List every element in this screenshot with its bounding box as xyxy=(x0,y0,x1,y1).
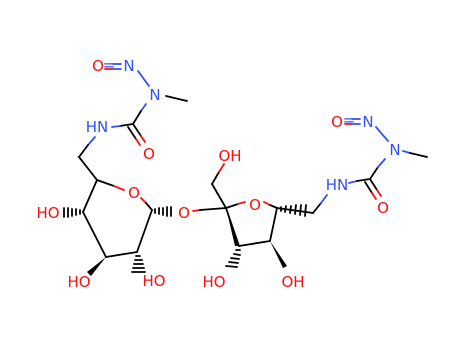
atom-n-methyl-right: N xyxy=(389,141,400,159)
atom-eq-right: = xyxy=(343,111,356,129)
pyranose-ring-bonds xyxy=(79,179,153,258)
atom-oh-c4: HO xyxy=(36,204,59,222)
atom-o-ring-furanose: O xyxy=(249,196,261,214)
atom-n-nitroso-right: N xyxy=(362,113,373,131)
atom-o-carbonyl-left: O xyxy=(143,145,155,163)
hash-c4-oh xyxy=(63,207,81,218)
atom-oh-f3: HO xyxy=(202,273,225,291)
left-nitrosourea-bonds xyxy=(78,63,188,181)
hash-c1-glycosidic xyxy=(154,206,172,217)
atom-o-nitroso-left: O xyxy=(92,57,104,75)
atom-oh-c2: HO xyxy=(142,272,165,290)
wedge-c3 xyxy=(87,257,106,276)
atom-oh-c3: HO xyxy=(67,273,90,291)
atom-o-nitroso-right: O xyxy=(331,113,343,131)
atom-eq-left: = xyxy=(103,56,116,74)
atom-oh-ch2: OH xyxy=(218,147,241,165)
atom-o-glycosidic: O xyxy=(178,204,190,222)
furanose-bonds xyxy=(211,163,328,247)
right-nitrosourea-bonds xyxy=(344,118,428,200)
atom-nh-left: HN xyxy=(86,118,109,136)
wedge-f4 xyxy=(270,241,287,268)
bond-glyc-c xyxy=(199,207,227,211)
wedge-anomeric xyxy=(226,208,239,246)
atom-labels: O = N N HN O O O HO HO HO OH O HO OH HN … xyxy=(36,56,400,291)
atom-o-ring-pyranose: O xyxy=(128,184,140,202)
atom-oh-f4: OH xyxy=(281,273,304,291)
bond-glyc-o xyxy=(192,209,201,212)
atom-o-carbonyl-right: O xyxy=(377,199,389,217)
hash-f5-ch2 xyxy=(280,204,307,217)
hash-f3-oh xyxy=(225,249,241,268)
atom-n-nitroso-left: N xyxy=(123,57,134,75)
atom-n-methyl-left: N xyxy=(149,86,160,104)
hash-c2-oh xyxy=(131,255,146,273)
atom-nh-right: HN xyxy=(326,176,349,194)
wedge-c5 xyxy=(77,156,97,180)
